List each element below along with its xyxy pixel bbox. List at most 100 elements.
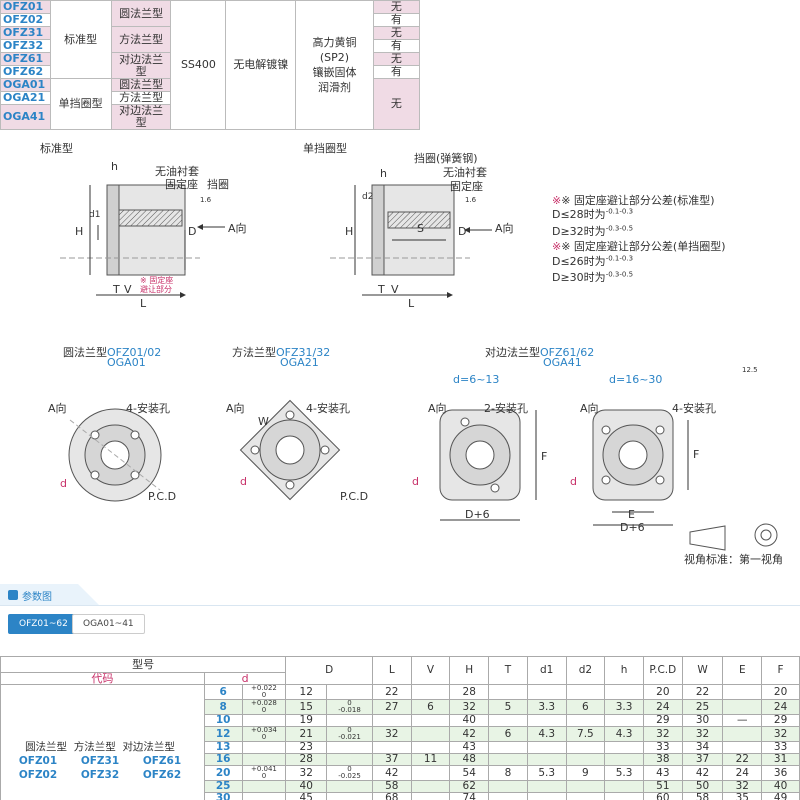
cell-T: [488, 714, 528, 727]
code-b2: OFZ62: [142, 769, 182, 781]
dim-H-2: H: [345, 225, 354, 238]
single-title: 单挡圈型: [303, 142, 347, 155]
label-spring-ring: 挡圈(弹簧钢): [414, 152, 478, 165]
cell-F: 24: [761, 699, 800, 715]
tol-note-3: D≥32时为-0.3-0.5: [552, 223, 633, 239]
cell-PCD: 24: [642, 699, 683, 715]
cell-F: 36: [761, 765, 800, 781]
cell-d: 10: [203, 714, 243, 727]
section-bar: 参数图: [0, 584, 800, 606]
square-pcd: P.C.D: [340, 490, 369, 503]
tol-dn: -0.5: [619, 224, 634, 233]
spec-code: OFZ32: [0, 39, 51, 53]
cell-D-tol: [326, 753, 373, 766]
code-a1: OFZ31: [80, 755, 120, 767]
spec-flange-round: 圆法兰型: [110, 0, 172, 27]
tol-note-5-text: D≤26时为: [552, 255, 606, 268]
cell-d1: 5.3: [526, 765, 567, 781]
spec-lubricant: 高力黄铜 (SP2) 镶嵌固体 润滑剂: [295, 0, 374, 130]
spec-lub-2: (SP2): [319, 51, 350, 64]
header-d: d: [203, 672, 287, 685]
cell-d-tol: [241, 780, 287, 793]
dim-h-2: h: [380, 167, 387, 180]
cell-d-tol-part: +0.028: [250, 699, 277, 707]
tol-dn: -0.3: [619, 207, 634, 216]
cell-D-tol-part: -0.018: [338, 706, 361, 714]
cell-W: 25: [681, 699, 724, 715]
dim-D-2: D: [458, 225, 467, 238]
opposite-flange-large-view: [592, 409, 689, 526]
cell-L: 58: [371, 780, 412, 793]
dim-S: S: [417, 222, 424, 235]
cell-E: —: [722, 714, 763, 727]
cell-d-tol: [241, 714, 287, 727]
range-large: d=16~30: [609, 373, 663, 386]
round-pcd: P.C.D: [148, 490, 177, 503]
cell-L: 42: [371, 765, 412, 781]
spec-flange-square-2: 方法兰型: [110, 91, 172, 105]
cell-T: [488, 741, 528, 754]
square-flange-view: [239, 399, 341, 501]
opposite-flange-small-view: [439, 409, 537, 521]
cell-D-tol: 0-0.025: [326, 765, 373, 781]
cell-H: 48: [449, 753, 490, 766]
tol-note-5: D≤26时为-0.1-0.3: [552, 253, 633, 269]
cell-F: 33: [761, 741, 800, 754]
tol-note-1: ※※ 固定座避让部分公差(标准型): [552, 194, 715, 207]
spec-type-standard: 标准型: [49, 0, 112, 79]
cell-PCD: 20: [642, 684, 683, 700]
cell-H: 42: [449, 726, 490, 742]
spec-yesno: 无: [372, 0, 421, 14]
cell-d-tol-part: 0: [261, 772, 267, 780]
section-title: 参数图: [22, 592, 52, 603]
round-codes-2: OGA01: [107, 356, 146, 369]
single-section-view: [330, 184, 492, 298]
left-codes-a: OFZ01 OFZ31 OFZ61: [0, 754, 200, 768]
cell-T: 5: [488, 699, 528, 715]
round-a-dir: A向: [48, 402, 67, 415]
tab-ofz[interactable]: OFZ01~62: [8, 614, 79, 634]
tab-oga[interactable]: OGA01~41: [72, 614, 145, 634]
tol-note-6: D≥30时为-0.3-0.5: [552, 269, 633, 285]
cell-W: 37: [681, 753, 724, 766]
dim-T: T: [113, 283, 120, 296]
params-left-labels: 圆法兰型 方法兰型 对边法兰型 OFZ01 OFZ31 OFZ61 OFZ02 …: [0, 740, 200, 782]
cell-d2: [565, 792, 606, 800]
cell-H: 74: [449, 792, 490, 800]
cell-L: 27: [371, 699, 412, 715]
cell-D-tol-part: -0.021: [338, 733, 361, 741]
cell-V: 6: [410, 699, 451, 715]
cell-E: [722, 684, 763, 700]
cell-D: 19: [285, 714, 328, 727]
cell-d-tol-part: 0: [261, 706, 267, 714]
range-small: d=6~13: [453, 373, 500, 386]
header-pcd: P.C.D: [642, 656, 683, 685]
cell-W: 34: [681, 741, 724, 754]
label-oilless-2: 无油衬套: [443, 166, 487, 179]
label-avoid: ※ 固定座 避让部分: [140, 276, 174, 294]
spec-treatment: 无电解镀镍: [225, 0, 297, 130]
square-codes: OFZ31/32: [276, 346, 331, 359]
label-fixed-seat: 固定座: [165, 178, 198, 191]
cell-d1: [526, 741, 567, 754]
cell-D: 12: [285, 684, 328, 700]
spec-code: OFZ01: [0, 0, 51, 14]
header-code: 代码: [0, 672, 205, 685]
tol-up: -0.1: [605, 254, 620, 263]
cell-d: 8: [203, 699, 243, 715]
cell-D-tol: [326, 714, 373, 727]
tol-note-2: D≤28时为-0.1-0.3: [552, 206, 633, 222]
spec-code: OFZ62: [0, 65, 51, 79]
cell-T: [488, 684, 528, 700]
opp-codes-2: OGA41: [543, 356, 582, 369]
cell-L: [371, 741, 412, 754]
cell-V: [410, 765, 451, 781]
header-W: W: [681, 656, 724, 685]
cell-d2: [565, 780, 606, 793]
square-a-dir: A向: [226, 402, 245, 415]
